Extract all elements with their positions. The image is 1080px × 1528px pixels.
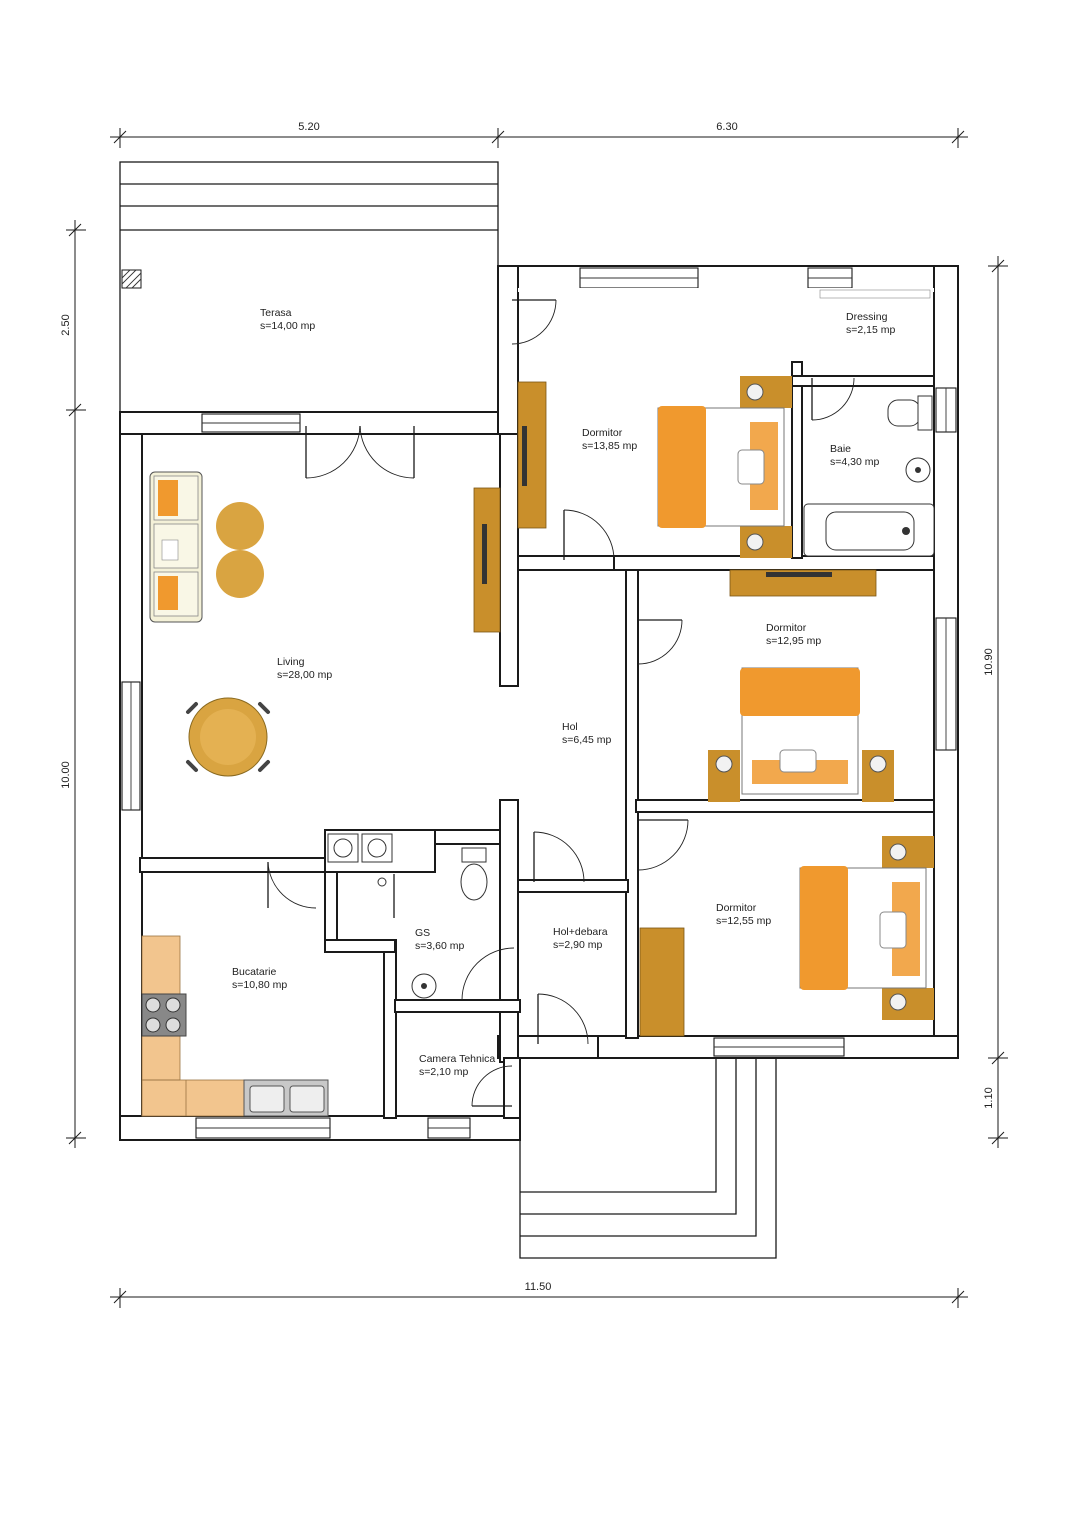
dim-top-right: 6.30 [716, 121, 737, 133]
bed [708, 667, 894, 802]
bed [799, 836, 934, 1020]
dim-right-bottom: 1.10 [983, 1087, 995, 1108]
terrace [119, 161, 499, 413]
wardrobe [639, 927, 685, 1037]
gs-fixtures [377, 847, 488, 999]
dimension-lines [66, 128, 1008, 1308]
sink-icon [243, 1079, 329, 1117]
washing-machines [327, 833, 393, 863]
label-bucatarie-name: Bucatarie [232, 966, 277, 978]
label-dressing-name: Dressing [846, 311, 888, 323]
label-dormitor2-area: s=12,95 mp [766, 635, 821, 647]
dining-table [186, 697, 270, 777]
room-labels: Terasa s=14,00 mp Living s=28,00 mp Dorm… [232, 307, 895, 1078]
pouf-top [216, 502, 264, 550]
label-holdebara-area: s=2,90 mp [553, 939, 602, 951]
bathroom-fixtures [803, 395, 935, 557]
entry-steps [519, 1058, 777, 1259]
label-tehnica-name: Camera Tehnica [419, 1053, 495, 1065]
windows [121, 267, 957, 1139]
label-living-area: s=28,00 mp [277, 669, 332, 681]
dim-top-left: 5.20 [298, 121, 319, 133]
dim-bottom: 11.50 [525, 1281, 552, 1293]
label-dormitor2-name: Dormitor [766, 622, 807, 634]
label-gs-name: GS [415, 927, 430, 939]
label-dressing-area: s=2,15 mp [846, 324, 895, 336]
label-dormitor3-name: Dormitor [716, 902, 757, 914]
tv-icon [482, 524, 487, 584]
label-dormitor1-name: Dormitor [582, 427, 623, 439]
shelf [819, 289, 931, 299]
dim-right-top: 10.90 [983, 648, 995, 676]
label-tehnica-area: s=2,10 mp [419, 1066, 468, 1078]
label-bucatarie-area: s=10,80 mp [232, 979, 287, 991]
label-gs-area: s=3,60 mp [415, 940, 464, 952]
label-baie-area: s=4,30 mp [830, 456, 879, 468]
pouf-bottom [216, 550, 264, 598]
sofa [149, 471, 203, 623]
label-dormitor1-area: s=13,85 mp [582, 440, 637, 452]
tv-icon [522, 426, 527, 486]
label-dormitor3-area: s=12,55 mp [716, 915, 771, 927]
stove-icon [141, 993, 187, 1037]
tv-icon [766, 572, 832, 577]
label-living-name: Living [277, 656, 305, 668]
label-terasa-area: s=14,00 mp [260, 320, 315, 332]
label-hol-name: Hol [562, 721, 578, 733]
doors [267, 299, 855, 1107]
label-baie-name: Baie [830, 443, 851, 455]
label-hol-area: s=6,45 mp [562, 734, 611, 746]
dim-left-top: 2.50 [60, 314, 72, 335]
label-terasa-name: Terasa [260, 307, 292, 319]
bed [657, 376, 792, 558]
label-holdebara-name: Hol+debara [553, 926, 608, 938]
dim-left-bottom: 10.00 [60, 761, 72, 789]
interior-walls [139, 288, 935, 1119]
